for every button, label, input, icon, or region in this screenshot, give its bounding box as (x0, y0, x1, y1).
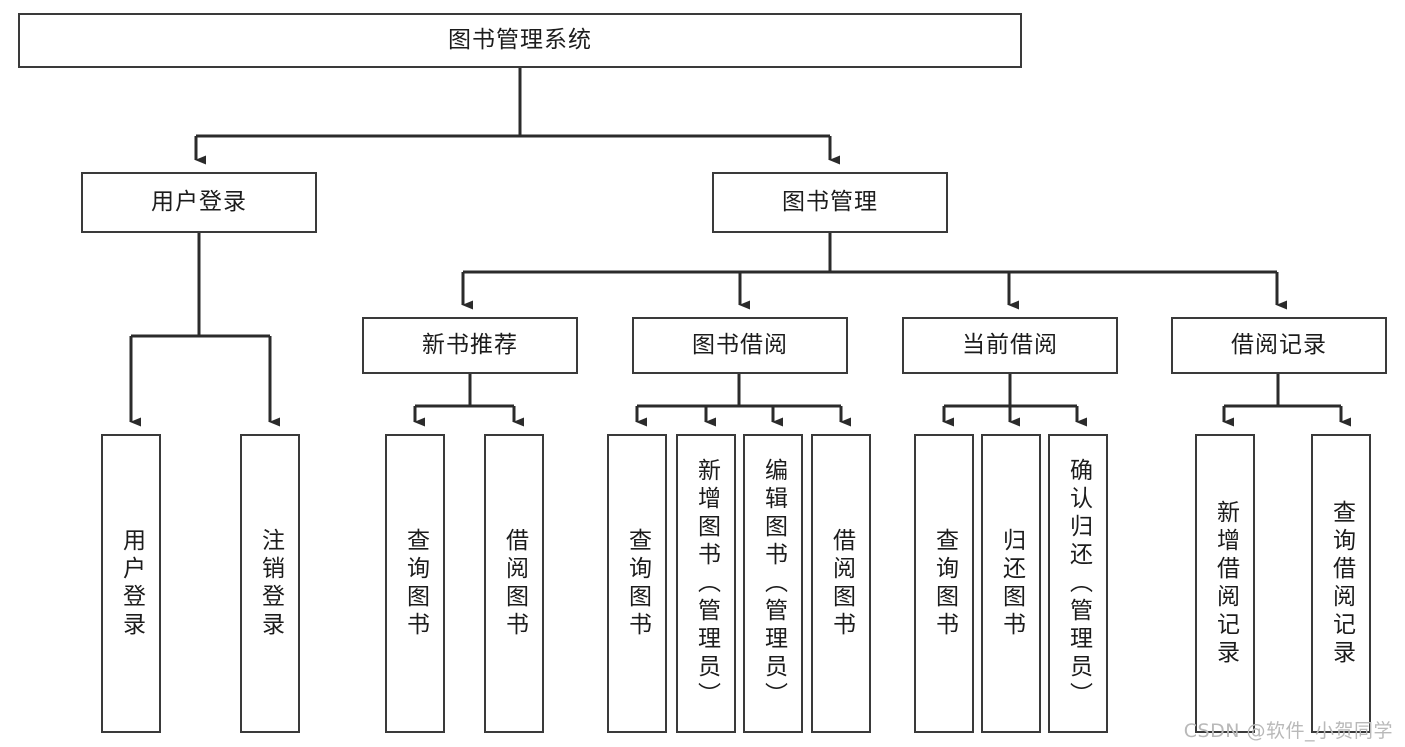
node-leaf-logout-label: 注销登录 (257, 527, 284, 640)
node-leaf-add-record[interactable]: 新增借阅记录 (1195, 434, 1255, 733)
node-leaf-edit-book-label: 编辑图书（管理员） (760, 457, 787, 710)
node-user-login[interactable]: 用户登录 (81, 172, 317, 233)
node-leaf-edit-book[interactable]: 编辑图书（管理员） (743, 434, 803, 733)
node-leaf-confirm-return[interactable]: 确认归还（管理员） (1048, 434, 1108, 733)
node-leaf-query-book-a-label: 查询图书 (402, 527, 429, 640)
node-leaf-add-book[interactable]: 新增图书（管理员） (676, 434, 736, 733)
node-leaf-query-book-b[interactable]: 查询图书 (607, 434, 667, 733)
node-leaf-return-book[interactable]: 归还图书 (981, 434, 1041, 733)
node-leaf-add-book-label: 新增图书（管理员） (693, 457, 720, 710)
node-leaf-query-book-c[interactable]: 查询图书 (914, 434, 974, 733)
node-book-manage-label: 图书管理 (782, 188, 878, 215)
node-borrow-record[interactable]: 借阅记录 (1171, 317, 1387, 374)
node-leaf-query-record[interactable]: 查询借阅记录 (1311, 434, 1371, 733)
node-leaf-query-book-c-label: 查询图书 (931, 527, 958, 640)
node-leaf-borrow-book-b[interactable]: 借阅图书 (811, 434, 871, 733)
node-leaf-borrow-book-a[interactable]: 借阅图书 (484, 434, 544, 733)
node-leaf-borrow-book-a-label: 借阅图书 (501, 527, 528, 640)
node-leaf-confirm-return-label: 确认归还（管理员） (1065, 457, 1092, 710)
node-leaf-return-book-label: 归还图书 (998, 527, 1025, 640)
node-leaf-user-login[interactable]: 用户登录 (101, 434, 161, 733)
node-leaf-user-login-label: 用户登录 (118, 527, 145, 640)
node-leaf-add-record-label: 新增借阅记录 (1212, 499, 1239, 668)
node-book-borrow[interactable]: 图书借阅 (632, 317, 848, 374)
node-root-label: 图书管理系统 (448, 26, 592, 53)
node-current-borrow[interactable]: 当前借阅 (902, 317, 1118, 374)
node-current-borrow-label: 当前借阅 (962, 331, 1058, 358)
node-new-book-rec[interactable]: 新书推荐 (362, 317, 578, 374)
node-leaf-logout[interactable]: 注销登录 (240, 434, 300, 733)
node-user-login-label: 用户登录 (151, 188, 247, 215)
node-leaf-borrow-book-b-label: 借阅图书 (828, 527, 855, 640)
watermark-text: CSDN @软件_小贺同学 (1183, 720, 1393, 742)
node-leaf-query-record-label: 查询借阅记录 (1328, 499, 1355, 668)
node-book-manage[interactable]: 图书管理 (712, 172, 948, 233)
node-leaf-query-book-b-label: 查询图书 (624, 527, 651, 640)
node-root[interactable]: 图书管理系统 (18, 13, 1022, 68)
node-book-borrow-label: 图书借阅 (692, 331, 788, 358)
node-leaf-query-book-a[interactable]: 查询图书 (385, 434, 445, 733)
node-new-book-rec-label: 新书推荐 (422, 331, 518, 358)
node-borrow-record-label: 借阅记录 (1231, 331, 1327, 358)
